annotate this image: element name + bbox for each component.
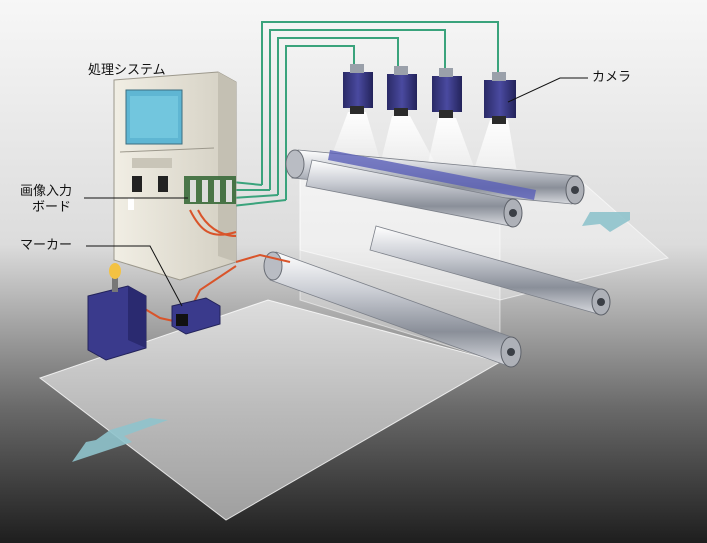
marker-icon: [87, 263, 221, 361]
camera-icon: [343, 64, 516, 124]
label-image-input-board-line2: ボード: [32, 200, 72, 215]
camera-cables: [231, 21, 499, 207]
label-image-input-board: 画像入力 ボード: [20, 184, 72, 216]
label-image-input-board-line1: 画像入力: [20, 184, 73, 199]
label-processing-system: 処理システム: [88, 63, 166, 78]
leader-lines: [84, 77, 588, 307]
label-marker: マーカー: [20, 238, 73, 253]
label-camera: カメラ: [592, 70, 632, 85]
roller-icon: [263, 149, 611, 368]
flow-arrow-icon: [72, 212, 630, 462]
input-board-icon: [184, 176, 236, 204]
